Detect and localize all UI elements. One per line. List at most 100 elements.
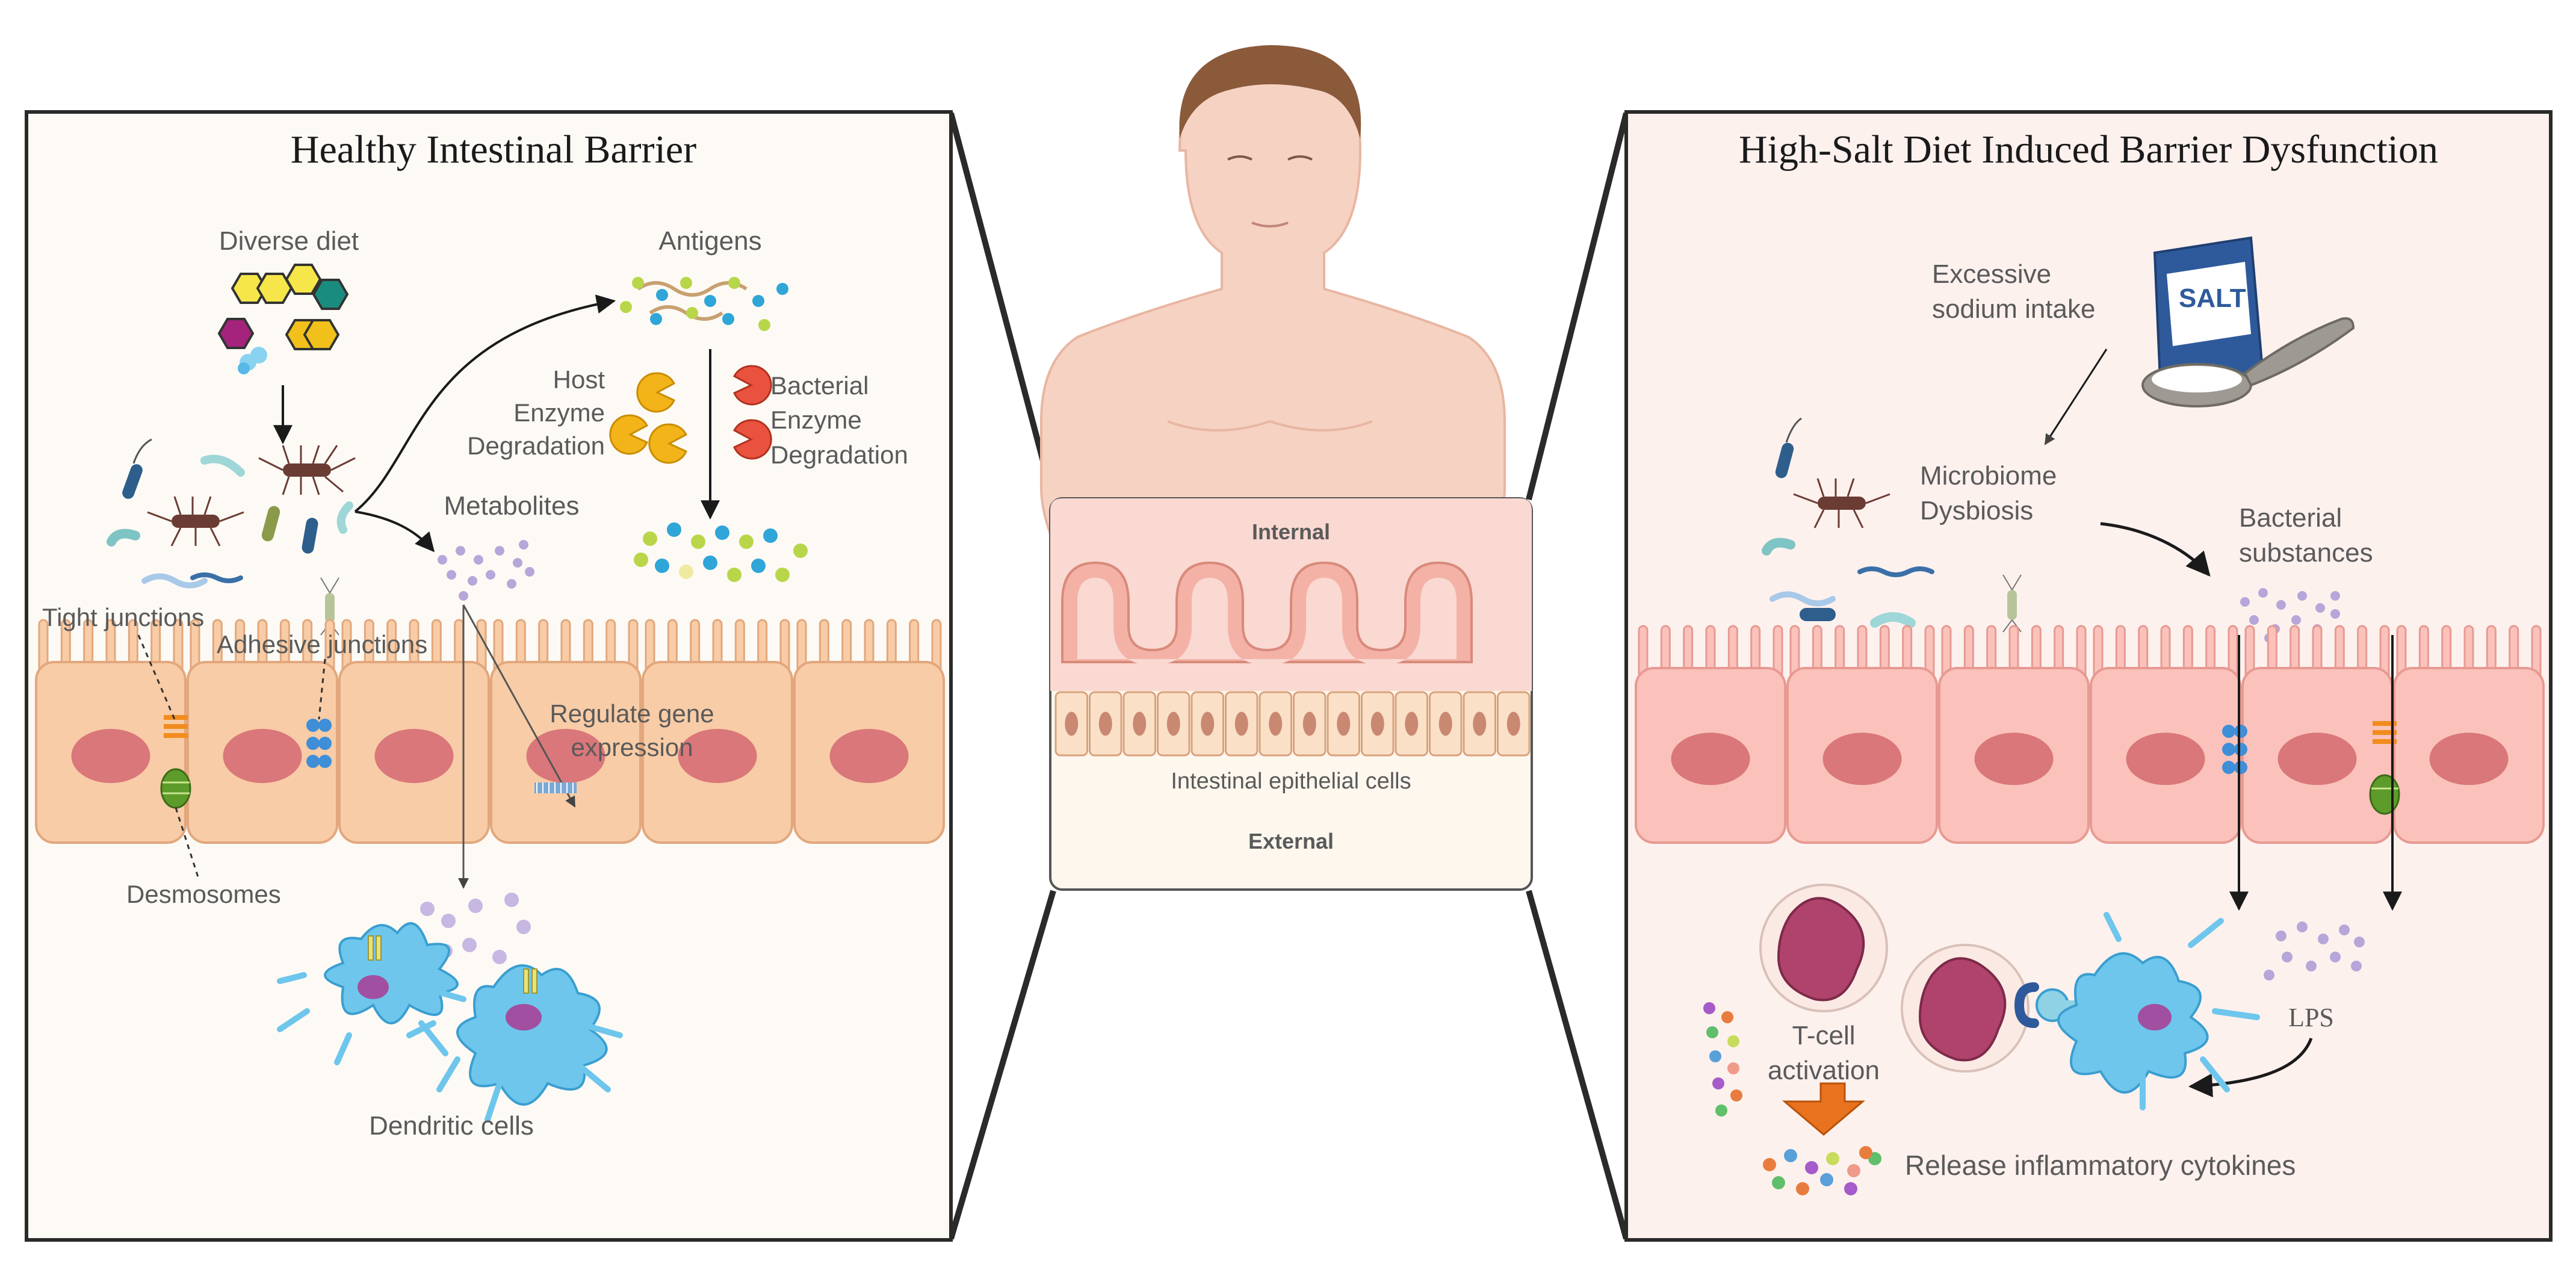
inset-nucleus bbox=[1302, 711, 1316, 736]
cell-nucleus bbox=[678, 729, 757, 783]
tight-junction-icon bbox=[164, 715, 188, 738]
damaged-adhesive-junction-icon bbox=[2222, 725, 2247, 774]
t-cell-activation-line2: activation bbox=[1768, 1056, 1880, 1085]
bacterial-substances-line2: substances bbox=[2239, 538, 2373, 568]
lps-label: LPS bbox=[2288, 1003, 2334, 1032]
regulate-gene-line2: expression bbox=[571, 733, 693, 761]
lps-particles-icon bbox=[2264, 922, 2365, 980]
epithelial-cell bbox=[1786, 625, 1938, 844]
inset-nucleus bbox=[1166, 711, 1180, 736]
left-panel-title: Healthy Intestinal Barrier bbox=[291, 128, 696, 172]
epithelial-cell bbox=[642, 619, 793, 844]
epithelial-cell bbox=[338, 619, 490, 844]
inset-nucleus bbox=[1405, 711, 1419, 736]
host-enzyme-icon bbox=[609, 372, 688, 464]
inset-nucleus bbox=[1269, 711, 1283, 736]
external-label: External bbox=[1248, 829, 1334, 853]
left-epithelium bbox=[35, 619, 945, 844]
antigens-icon bbox=[620, 277, 788, 331]
dendritic-cell-icon bbox=[277, 922, 466, 1065]
bacterial-enzyme-icon bbox=[732, 365, 772, 460]
down-arrow-icon bbox=[1782, 1082, 1866, 1136]
right-panel-title: High-Salt Diet Induced Barrier Dysfuncti… bbox=[1739, 128, 2438, 172]
host-enzyme-line1: Host bbox=[553, 365, 605, 394]
t-cell-activation-line1: T-cell bbox=[1792, 1021, 1855, 1050]
desmosome-icon bbox=[160, 768, 191, 809]
epithelial-cell bbox=[35, 619, 187, 844]
t-cell-icon bbox=[1759, 884, 1888, 1012]
inset-nucleus bbox=[1133, 711, 1147, 736]
cell-nucleus bbox=[2126, 733, 2205, 785]
epithelial-cell bbox=[490, 619, 642, 844]
zoom-connectors bbox=[948, 112, 1629, 1240]
desmosomes-label: Desmosomes bbox=[126, 880, 281, 908]
microbiome-dysbiosis-line1: Microbiome bbox=[1920, 461, 2057, 491]
inset-nucleus bbox=[1098, 711, 1112, 736]
diet-molecules-icon bbox=[217, 264, 349, 374]
cell-nucleus bbox=[2277, 733, 2357, 785]
cell-nucleus bbox=[829, 729, 909, 783]
cell-nucleus bbox=[223, 729, 302, 783]
host-enzyme-line3: Degradation bbox=[467, 432, 605, 460]
release-cytokines-label: Release inflammatory cytokines bbox=[1905, 1150, 2296, 1181]
cell-nucleus bbox=[71, 729, 150, 783]
epithelial-cell bbox=[1938, 625, 2090, 844]
inset-nucleus bbox=[1473, 711, 1487, 736]
epithelial-cell bbox=[2241, 625, 2393, 844]
adhesive-junctions-label: Adhesive junctions bbox=[217, 630, 427, 658]
cell-nucleus bbox=[2429, 733, 2509, 785]
bacterial-substances-line1: Bacterial bbox=[2239, 503, 2342, 533]
adhesive-junction-icon bbox=[306, 719, 332, 768]
dna-icon bbox=[534, 782, 577, 793]
epithelial-cell bbox=[793, 619, 945, 844]
inset-nucleus bbox=[1506, 711, 1520, 736]
dendritic-cells-label: Dendritic cells bbox=[369, 1111, 534, 1141]
dendritic-cell-icon-2 bbox=[406, 964, 623, 1123]
epithelial-cell bbox=[2393, 625, 2545, 844]
tight-junctions-label: Tight junctions bbox=[42, 603, 204, 631]
microbiome-dysbiosis-line2: Dysbiosis bbox=[1920, 496, 2033, 525]
epithelial-cells-label: Intestinal epithelial cells bbox=[1171, 769, 1411, 794]
inset-nucleus bbox=[1065, 711, 1079, 736]
left-panel: Healthy Intestinal Barrier Diverse diet bbox=[25, 110, 953, 1242]
epithelial-cell bbox=[1635, 625, 1786, 844]
cell-nucleus bbox=[1671, 733, 1750, 785]
internal-label: Internal bbox=[1252, 519, 1330, 544]
cell-nucleus bbox=[374, 729, 454, 783]
cell-nucleus bbox=[1974, 733, 2054, 785]
excessive-sodium-line1: Excessive bbox=[1932, 259, 2051, 289]
diverse-diet-label: Diverse diet bbox=[219, 226, 359, 256]
metabolites-icon bbox=[438, 540, 534, 601]
salt-spoon-icon bbox=[2141, 317, 2355, 407]
t-cell-binding-icon bbox=[1901, 944, 2095, 1073]
inset-nucleus bbox=[1337, 711, 1351, 736]
inset-nucleus bbox=[1201, 711, 1215, 736]
right-panel: High-Salt Diet Induced Barrier Dysfuncti… bbox=[1624, 110, 2553, 1242]
inset-nucleus bbox=[1234, 711, 1248, 736]
epithelial-cell bbox=[187, 619, 338, 844]
bacterial-enzyme-line1: Bacterial bbox=[770, 371, 868, 400]
cytokines-left-icon bbox=[1703, 1002, 1742, 1117]
inset-nucleus bbox=[1438, 711, 1452, 736]
bacterial-enzyme-line2: Enzyme bbox=[770, 406, 862, 434]
activated-dendritic-cell-icon bbox=[2057, 912, 2260, 1110]
right-epithelium bbox=[1635, 625, 2545, 844]
digested-antigens-icon bbox=[634, 522, 808, 582]
inset-nucleus bbox=[1370, 711, 1384, 736]
cell-nucleus bbox=[526, 729, 605, 783]
cytokines-release-icon bbox=[1763, 1146, 1881, 1195]
host-enzyme-line2: Enzyme bbox=[513, 398, 605, 427]
dysbiosis-bacteria-cluster bbox=[1762, 417, 2022, 633]
metabolites-label: Metabolites bbox=[444, 491, 579, 521]
excessive-sodium-line2: sodium intake bbox=[1932, 294, 2095, 324]
epithelial-cell bbox=[2090, 625, 2241, 844]
bacterial-enzyme-line3: Degradation bbox=[770, 441, 908, 469]
intestine-inset: Internal Intestinal epithelial cells Ext… bbox=[1049, 497, 1533, 891]
cell-nucleus bbox=[1822, 733, 1902, 785]
gut-bacteria-cluster bbox=[107, 438, 356, 636]
human-torso-illustration bbox=[1040, 45, 1506, 543]
antigens-label: Antigens bbox=[658, 226, 761, 256]
regulate-gene-line1: Regulate gene bbox=[550, 699, 714, 728]
salt-bag-label: SALT bbox=[2179, 283, 2246, 313]
